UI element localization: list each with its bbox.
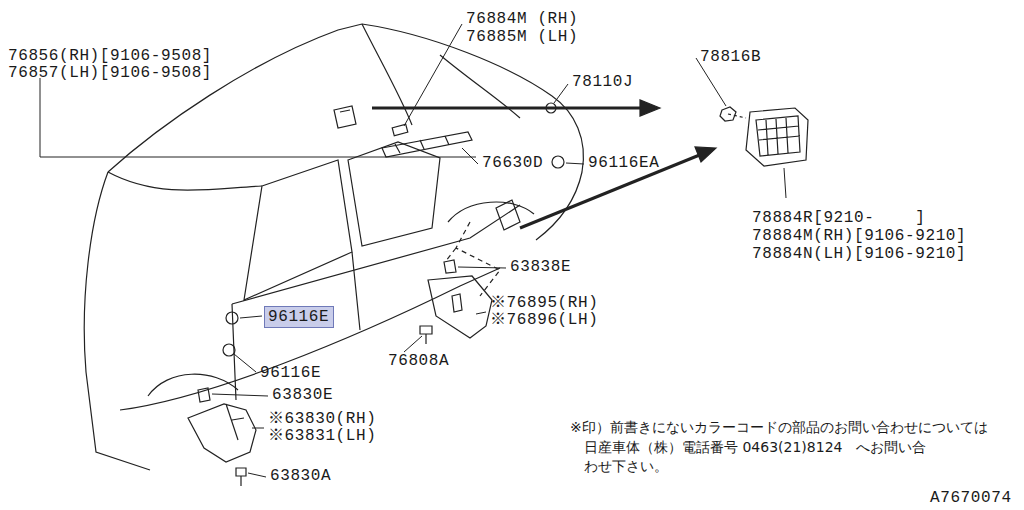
grommet-96116e-upper: [226, 312, 238, 324]
clip-76884: [392, 124, 408, 135]
dashed-leader: [728, 114, 746, 118]
pointer-arrow: [520, 154, 702, 228]
grommet-96116ea: [552, 156, 564, 168]
hood-line: [84, 172, 150, 470]
callout-number: 76630D: [482, 154, 543, 172]
callout-number: ※63830(RH): [268, 410, 376, 428]
belt-line: [232, 205, 520, 304]
rear-vent: [746, 108, 808, 166]
callout-number: 76808A: [388, 352, 449, 370]
callout-number: ※63831(LH): [268, 427, 376, 445]
vent-location: [496, 200, 520, 230]
front-wheel-arch: [148, 374, 238, 396]
callout-number: 76884M (RH): [466, 10, 578, 28]
callout-number: 78884M(RH)[9106-9210]: [752, 227, 966, 245]
door-window-front: [244, 160, 352, 300]
clip-63830e: [198, 388, 210, 402]
door-window-rear: [348, 142, 440, 246]
callout-number: 96116E: [260, 364, 321, 382]
screw-76808a: [420, 326, 432, 344]
rocker-line: [120, 268, 500, 410]
door-line: [232, 252, 360, 400]
callout-number: 63830E: [272, 386, 333, 404]
clip-63838e: [444, 260, 456, 273]
callout-number: 96116EA: [588, 154, 659, 172]
callout-number: ※76895(RH): [490, 294, 598, 312]
pillar-vent: [334, 106, 356, 128]
callout-number: 63830A: [270, 467, 331, 485]
leader-lines: [40, 24, 786, 477]
dashed-guide: [445, 222, 500, 296]
callout-number: 76885M (LH): [466, 28, 578, 46]
callout-number: 96116E: [268, 308, 330, 326]
callout-number: 78816B: [700, 48, 761, 66]
arrowhead: [695, 147, 716, 162]
note-text: ※印）前書きにないカラーコードの部品のお問い合わせについては: [570, 418, 988, 436]
rear-wheel-arch: [448, 202, 534, 222]
front-mudguard: [188, 404, 256, 462]
callout-number: 63838E: [510, 258, 571, 276]
arrowhead: [640, 100, 660, 116]
callout-number: 76856(RH)[9106-9508]: [8, 47, 212, 65]
roof-outline: [108, 24, 552, 172]
rear-mudguard: [428, 276, 492, 338]
callout-number: 78884R[9210- ]: [752, 209, 925, 227]
callout-number: 78884N(LH)[9106-9210]: [752, 245, 966, 263]
grommet-96116e-lower: [223, 344, 235, 356]
callout-number: A7670074: [930, 489, 1012, 507]
callout-number: ※76896(LH): [490, 311, 598, 329]
screw-63830a: [236, 468, 246, 486]
a-pillar: [108, 172, 262, 190]
note-text: わせ下さい。: [584, 457, 668, 475]
callout-number: 78110J: [572, 73, 633, 91]
callout-number: 76857(LH)[9106-9508]: [8, 64, 212, 82]
highlight-box: 96116E: [264, 306, 334, 328]
note-text: 日産車体（株）電話番号 0463(21)8124 へお問い合: [584, 438, 926, 456]
